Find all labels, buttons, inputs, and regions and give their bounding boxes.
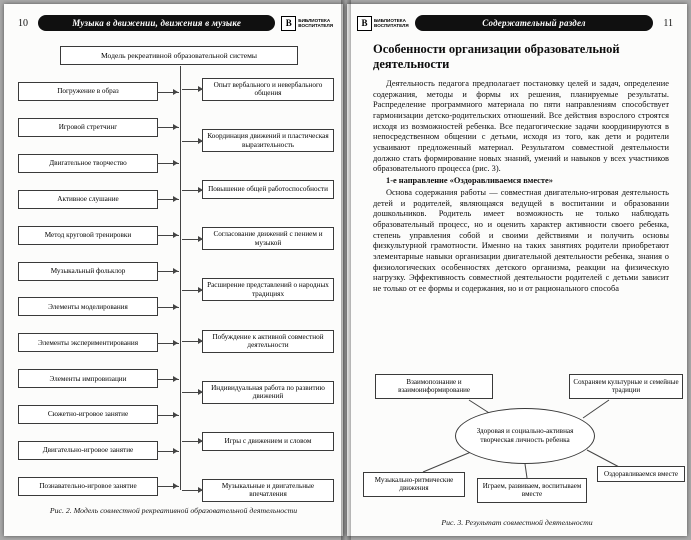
chapter-title: Музыка в движении, движения в музыке — [72, 18, 242, 28]
page-number: 10 — [18, 17, 28, 29]
publisher-logo-text: БИБЛИОТЕКА ВОСПИТАТЕЛЯ — [374, 17, 409, 28]
direction-subheading: 1-е направление «Оздоравливаемся вместе» — [386, 176, 553, 186]
diagram-box: Игры с движением и словом — [182, 431, 334, 451]
diagram-center-ellipse: Здоровая и социально-активная творческая… — [455, 408, 595, 464]
diagram-box: Координация движений и пластическая выра… — [182, 129, 334, 153]
diagram-box: Сохраняем культурные и семейные традиции — [569, 374, 683, 399]
diagram-box: Элементы экспериментирования — [18, 333, 179, 353]
diagram-box: Погружение в образ — [18, 82, 179, 101]
page-fold — [341, 0, 351, 540]
body-text: Особенности организации образовательной … — [373, 42, 669, 370]
diagram-box: Элементы импровизации — [18, 369, 179, 389]
section-title-bar: Содержательный раздел — [414, 15, 654, 31]
diagram-box: Индивидуальная работа по развитию движен… — [182, 380, 334, 404]
diagram-box: Познавательно-игровое занятие — [18, 476, 179, 496]
diagram-box: Двигательно-игровое занятие — [18, 441, 179, 461]
paragraph: Деятельность педагога предполагает поста… — [373, 79, 669, 174]
diagram-box: Активное слушание — [18, 189, 179, 209]
diagram-box: Взаимопознание и взаимоинформирование — [375, 374, 493, 399]
figure2-title-box: Модель рекреативной образовательной сист… — [60, 46, 298, 65]
figure2-spine-line — [180, 66, 181, 490]
diagram-box: Побуждение к активной совместной деятель… — [182, 329, 334, 353]
diagram-box: Элементы моделирования — [18, 297, 179, 317]
publisher-logo-text: БИБЛИОТЕКА ВОСПИТАТЕЛЯ — [298, 17, 333, 28]
section-title: Содержательный раздел — [482, 18, 586, 28]
diagram-box: Повышение общей работоспособности — [182, 180, 334, 200]
figure2-right-column: Опыт вербального и невербального общения… — [182, 78, 334, 502]
figure3-caption: Рис. 3. Результат совместной деятельност… — [441, 518, 593, 527]
diagram-box: Согласование движений с пением и музыкой — [182, 227, 334, 251]
page-number: 11 — [663, 17, 673, 29]
figure2-left-column: Погружение в образ Игровой стретчинг Дви… — [18, 82, 179, 496]
figure-3-diagram: Взаимопознание и взаимоинформирование Со… — [359, 374, 685, 514]
diagram-box: Сюжетно-игровое занятие — [18, 405, 179, 425]
diagram-box: Играем, развиваем, воспитываем вместе — [477, 478, 587, 503]
diagram-box: Музыкальный фольклор — [18, 261, 179, 281]
publisher-logo: В БИБЛИОТЕКА ВОСПИТАТЕЛЯ — [281, 15, 333, 31]
diagram-box: Игровой стретчинг — [18, 117, 179, 137]
publisher-logo: В БИБЛИОТЕКА ВОСПИТАТЕЛЯ — [357, 15, 409, 31]
diagram-box: Двигательное творчество — [18, 153, 179, 173]
publisher-logo-letter: В — [281, 15, 297, 31]
diagram-box: Музыкальные и двигательные впечатления — [182, 478, 334, 502]
right-page-header: В БИБЛИОТЕКА ВОСПИТАТЕЛЯ Содержательный … — [357, 14, 677, 32]
right-page: В БИБЛИОТЕКА ВОСПИТАТЕЛЯ Содержательный … — [347, 4, 687, 536]
diagram-box: Метод круговой тренировки — [18, 225, 179, 245]
left-page-header: 10 Музыка в движении, движения в музыке … — [14, 14, 333, 32]
publisher-logo-letter: В — [357, 15, 372, 31]
left-page: 10 Музыка в движении, движения в музыке … — [4, 4, 343, 536]
paragraph: Основа содержания работы — совместная дв… — [373, 187, 669, 294]
chapter-title-bar: Музыка в движении, движения в музыке — [38, 15, 276, 31]
article-heading: Особенности организации образовательной … — [373, 42, 620, 71]
diagram-box: Расширение представлений о народных трад… — [182, 278, 334, 302]
diagram-box: Опыт вербального и невербального общения — [182, 78, 334, 101]
diagram-box: Музыкально-ритмические движения — [363, 472, 465, 497]
figure2-caption: Рис. 2. Модель совместной рекреативной о… — [49, 506, 298, 515]
diagram-box: Оздоравливаемся вместе — [597, 466, 685, 483]
